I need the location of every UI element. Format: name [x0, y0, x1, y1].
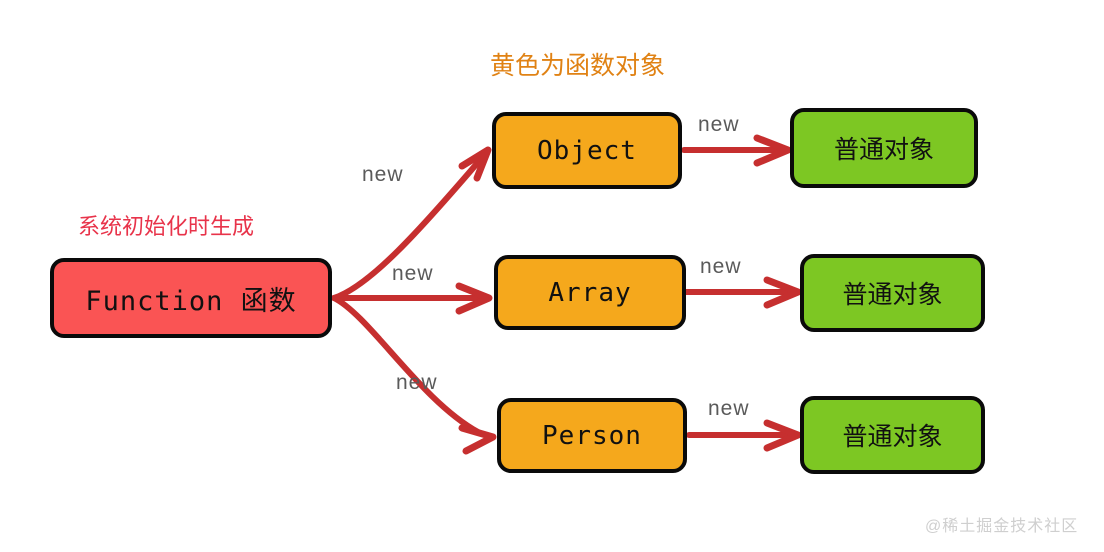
node-instance-from-array-label: 普通对象	[842, 281, 943, 309]
edge-label-root-to-array: new	[392, 262, 434, 285]
node-instance-from-object[interactable]: 普通对象	[790, 108, 978, 188]
arrowhead-object-to-instance	[753, 134, 792, 167]
edge-root-to-person	[331, 295, 481, 435]
node-constructor-array-label: Array	[548, 277, 632, 308]
watermark: @稀土掘金技术社区	[925, 518, 1079, 535]
arrowhead-person-to-instance	[763, 419, 802, 452]
node-function-root-label: Function 函数	[85, 285, 297, 317]
root-note-label: 系统初始化时生成	[78, 214, 255, 239]
arrowhead-root-to-array	[455, 282, 493, 315]
node-instance-from-object-label: 普通对象	[833, 136, 934, 164]
edge-label-root-to-person: new	[396, 371, 438, 394]
arrowhead-root-to-object	[458, 146, 492, 182]
arrowhead-root-to-person	[458, 424, 497, 455]
edge-label-array-to-instance: new	[700, 255, 742, 278]
edge-label-object-to-instance: new	[698, 113, 740, 136]
node-instance-from-array[interactable]: 普通对象	[800, 254, 985, 332]
node-constructor-array[interactable]: Array	[494, 255, 686, 330]
node-constructor-object[interactable]: Object	[492, 112, 682, 189]
edge-label-person-to-instance: new	[708, 397, 750, 420]
edge-label-root-to-object: new	[362, 163, 404, 186]
legend-title: 黄色为函数对象	[490, 52, 666, 80]
arrowhead-array-to-instance	[763, 276, 802, 309]
node-function-root[interactable]: Function 函数	[50, 258, 332, 338]
node-instance-from-person[interactable]: 普通对象	[800, 396, 985, 474]
node-instance-from-person-label: 普通对象	[842, 423, 943, 451]
node-constructor-person[interactable]: Person	[497, 398, 687, 473]
node-constructor-person-label: Person	[542, 420, 642, 451]
node-constructor-object-label: Object	[537, 135, 637, 166]
